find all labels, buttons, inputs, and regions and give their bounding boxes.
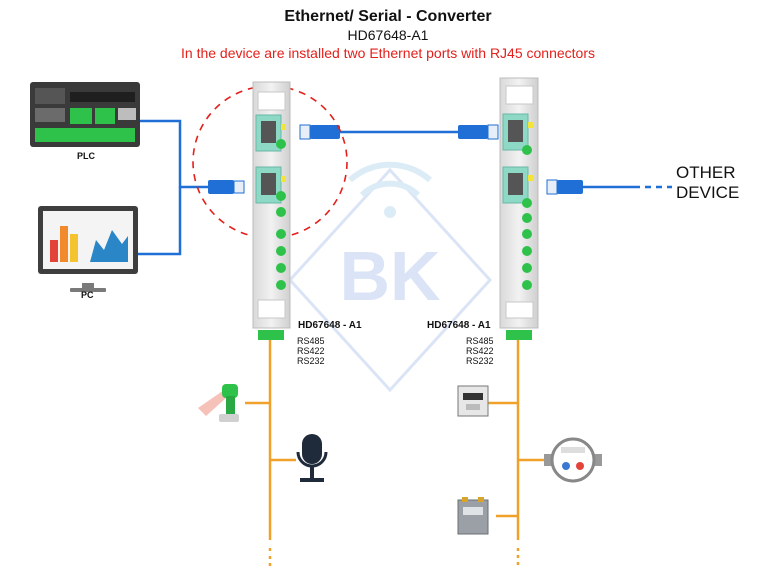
protocol-rs232: RS232	[466, 356, 494, 366]
serial-bus-left	[245, 340, 296, 569]
rj45-plug-left-input	[208, 180, 245, 194]
microphone-icon	[296, 434, 328, 482]
water-meter-icon	[544, 437, 602, 483]
converter-left-device	[252, 81, 291, 340]
protocol-rs422: RS422	[466, 346, 494, 356]
converter-right-device	[499, 77, 539, 340]
rj45-plug-link-right	[458, 124, 499, 140]
barcode-scanner-icon	[198, 384, 239, 422]
other-device-label: OTHER DEVICE	[676, 163, 739, 203]
diagram-note: In the device are installed two Ethernet…	[181, 45, 595, 61]
converter-right-model: HD67648 - A1	[427, 320, 491, 331]
other-device-line1: OTHER	[676, 163, 736, 182]
gas-meter-icon	[457, 497, 489, 535]
ethernet-cables	[138, 119, 672, 256]
protocol-rs485: RS485	[297, 336, 325, 346]
protocol-rs485: RS485	[466, 336, 494, 346]
protocol-rs232: RS232	[297, 356, 325, 366]
plc-label: PLC	[77, 151, 95, 161]
converter-left-protocols: RS485 RS422 RS232	[297, 336, 325, 366]
pc-label: PC	[81, 290, 94, 300]
pc-icon	[38, 206, 138, 292]
diagram-title: Ethernet/ Serial - Converter	[284, 8, 492, 25]
rj45-plug-right-output	[546, 179, 583, 195]
watermark-logo: BK	[287, 161, 493, 393]
svg-text:BK: BK	[339, 237, 440, 315]
converter-right-protocols: RS485 RS422 RS232	[466, 336, 494, 366]
converter-left-model: HD67648 - A1	[298, 320, 362, 331]
energy-meter-icon	[457, 385, 489, 417]
rj45-plug-link-left	[299, 124, 340, 140]
protocol-rs422: RS422	[297, 346, 325, 356]
serial-bus-right	[488, 340, 546, 569]
diagram-model: HD67648-A1	[347, 27, 429, 43]
plc-icon	[30, 82, 140, 147]
other-device-line2: DEVICE	[676, 183, 740, 202]
